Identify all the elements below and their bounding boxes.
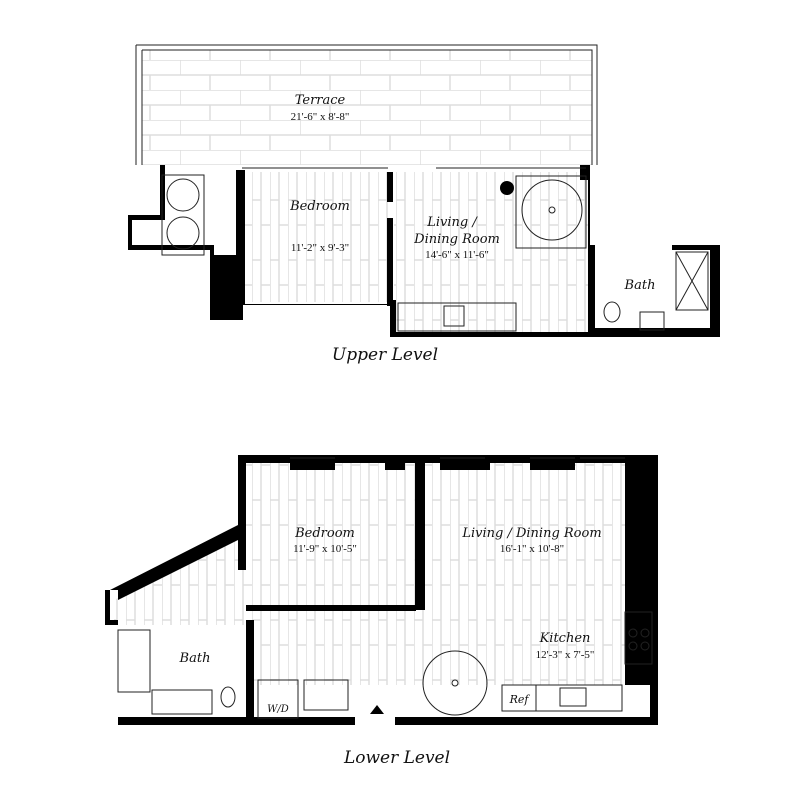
upper-bedroom-label: Bedroom [289, 199, 350, 214]
kitchen-dimensions: 12'-3" x 7'-5" [536, 649, 595, 661]
terrace-label: Terrace [295, 93, 346, 108]
upper-living-floor [394, 172, 588, 332]
lower-living-dimensions: 16'-1" x 10'-8" [500, 543, 564, 555]
column [500, 181, 514, 195]
upper-bedroom-floor [242, 172, 390, 302]
upper-living-dimensions: 14'-6" x 11'-6" [425, 249, 489, 261]
lower-bath-label: Bath [179, 651, 211, 666]
lower-bedroom-dimensions: 11'-9" x 10'-5" [293, 543, 357, 555]
terrace [142, 50, 592, 165]
lower-level [105, 455, 658, 725]
upper-bath-label: Bath [624, 278, 656, 293]
lower-bedroom-label: Bedroom [294, 526, 355, 541]
upper-level [128, 44, 720, 337]
lower-walls [105, 455, 658, 725]
kitchen-label: Kitchen [539, 631, 591, 646]
lower-living-label: Living / Dining Room [461, 526, 601, 541]
terrace-dimensions: 21'-6" x 8'-8" [291, 111, 350, 123]
upper-living-label-2: Dining Room [413, 232, 500, 247]
lower-spiral-stair [422, 650, 488, 716]
spiral-stair [515, 175, 587, 249]
upper-bedroom-dimensions: 11'-2" x 9'-3" [291, 242, 349, 254]
upper-level-title: Upper Level [332, 345, 438, 365]
upper-bath-floor [594, 250, 714, 332]
lower-level-title: Lower Level [343, 748, 450, 768]
entry-marker [370, 705, 384, 714]
washer-dryer-label: W/D [267, 704, 289, 715]
refrigerator-label: Ref [509, 693, 531, 706]
upper-living-label: Living / [426, 215, 478, 230]
